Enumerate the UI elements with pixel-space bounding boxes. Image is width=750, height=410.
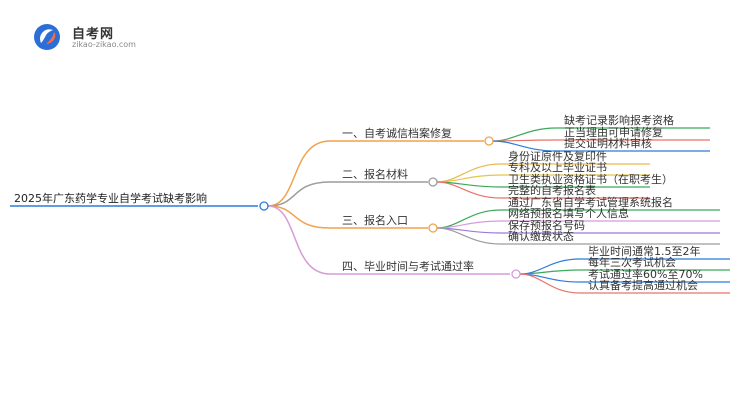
leaf-topic[interactable]: 每年三次考试机会 xyxy=(588,256,676,269)
site-logo[interactable]: 自考网 zikao-zikao.com xyxy=(32,22,172,52)
child-connector xyxy=(436,181,501,199)
leaf-topic[interactable]: 卫生类执业资格证书（在职考生） xyxy=(508,173,673,186)
branch-node xyxy=(484,136,494,146)
logo-icon xyxy=(34,24,60,50)
branch-connector xyxy=(267,181,331,207)
leaf-topic[interactable]: 认真备考提高通过机会 xyxy=(588,279,698,292)
child-connector xyxy=(436,174,501,183)
leaf-topic[interactable]: 保存预报名号码 xyxy=(508,219,585,232)
branch-node xyxy=(428,223,438,233)
child-connector xyxy=(436,220,501,229)
leaf-topic[interactable]: 完整的自考报名表 xyxy=(508,184,596,197)
leaf-topic[interactable]: 提交证明材料审核 xyxy=(564,137,652,150)
root-topic[interactable]: 2025年广东药学专业自学考试缺考影响 xyxy=(14,192,207,205)
child-connector xyxy=(492,140,557,152)
logo-url: zikao-zikao.com xyxy=(72,40,136,49)
child-connector xyxy=(436,209,501,229)
leaf-topic[interactable]: 通过广东省自学考试管理系统报名 xyxy=(508,196,673,209)
branch-node xyxy=(511,269,521,279)
logo-title: 自考网 xyxy=(72,27,115,42)
branch-topic-1[interactable]: 一、自考诚信档案修复 xyxy=(342,127,452,140)
leaf-topic[interactable]: 正当理由可申请修复 xyxy=(564,126,663,139)
child-connector xyxy=(436,163,501,183)
branch-topic-4[interactable]: 四、毕业时间与考试通过率 xyxy=(342,260,474,273)
leaf-topic[interactable]: 毕业时间通常1.5至2年 xyxy=(588,245,701,258)
branch-connector xyxy=(267,140,331,207)
branch-node xyxy=(428,177,438,187)
root-node xyxy=(259,201,269,211)
leaf-topic[interactable]: 身份证原件及复印件 xyxy=(508,150,607,163)
leaf-topic[interactable]: 专科及以上毕业证书 xyxy=(508,161,607,174)
leaf-topic[interactable]: 网络预报名填写个人信息 xyxy=(508,207,629,220)
leaf-topic[interactable]: 缺考记录影响报考资格 xyxy=(564,114,674,127)
branch-connector xyxy=(267,205,331,275)
branch-connector xyxy=(267,205,331,229)
leaf-topic[interactable]: 确认缴费状态 xyxy=(508,230,574,243)
branch-topic-3[interactable]: 三、报名入口 xyxy=(342,214,408,227)
child-connector xyxy=(436,227,501,245)
child-connector xyxy=(492,127,557,142)
child-connector xyxy=(519,269,581,275)
child-connector xyxy=(519,273,581,294)
leaf-topic[interactable]: 考试通过率60%至70% xyxy=(588,268,703,281)
branch-topic-2[interactable]: 二、报名材料 xyxy=(342,168,408,181)
